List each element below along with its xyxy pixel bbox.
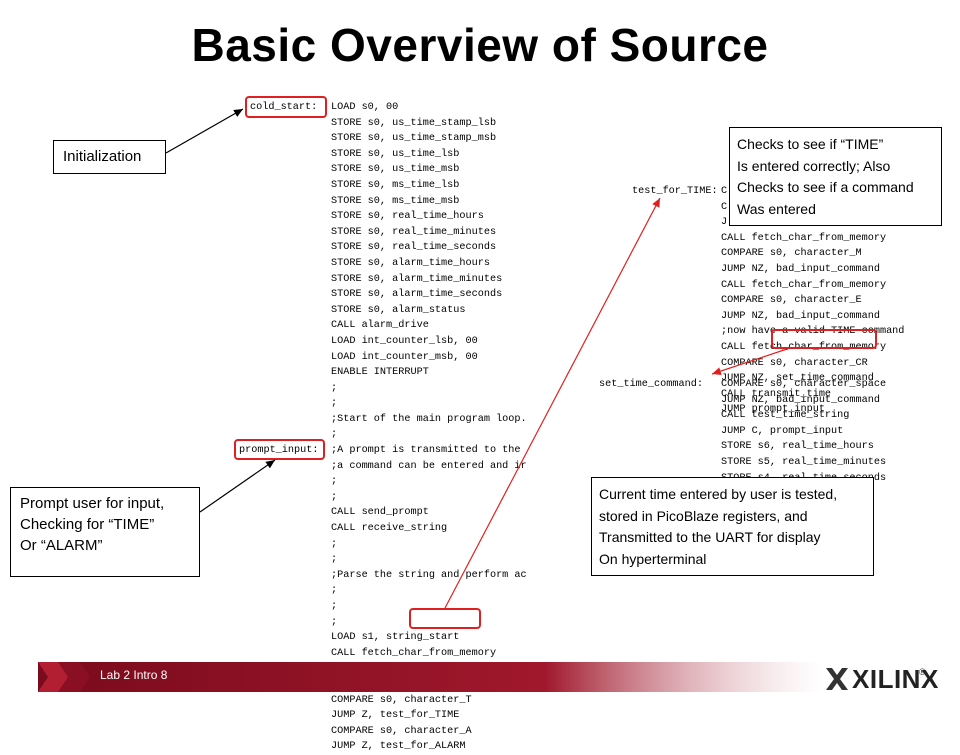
code-line: C <box>721 186 728 197</box>
code-line: J <box>721 217 728 229</box>
code-line: STORE s5, real_time_minutes <box>721 456 887 468</box>
xilinx-logo-text: XILINX <box>852 664 939 694</box>
code-line: LOAD int_counter_lsb, 00 <box>331 335 478 347</box>
code-line: CALL transmit_time <box>721 388 832 400</box>
callout-line: On hyperterminal <box>599 550 707 567</box>
arrow-initialization <box>165 108 244 154</box>
code-line: CALL fetch_char_from_memory <box>721 279 887 291</box>
code-line: JUMP NZ, bad_input_command <box>721 263 880 275</box>
code-line: STORE s0, us_time_msb <box>331 164 460 176</box>
code-line: ; <box>331 554 338 566</box>
code-line: LOAD s1, string_start <box>331 632 460 644</box>
callout-line: Prompt user for input, <box>20 495 165 512</box>
code-line: STORE s0, us_time_lsb <box>331 148 460 160</box>
code-line: COMPARE s0, character_space <box>721 379 887 390</box>
code-line: COMPARE s0, character_E <box>721 295 862 307</box>
code-line: COMPARE s0, character_A <box>331 725 472 737</box>
callout-line: stored in PicoBlaze registers, and <box>599 507 808 524</box>
code-line: STORE s0, us_time_stamp_lsb <box>331 117 497 129</box>
code-line: COMPARE s0, character_M <box>721 248 862 260</box>
callout-line: Transmitted to the UART for display <box>599 529 821 545</box>
code-line: STORE s0, real_time_seconds <box>331 242 497 254</box>
code-line: CALL fetch_char_from_memory <box>721 232 887 244</box>
code-line: ;now have a valid TIME command <box>721 326 905 338</box>
footer-page-label: Lab 2 Intro 8 <box>100 668 168 682</box>
callout-prompt-user: Prompt user for input, Checking for “TIME… <box>10 487 200 577</box>
callout-line: Initialization <box>63 148 142 165</box>
code-line: ; <box>331 585 338 597</box>
xilinx-logo-icon <box>826 668 848 690</box>
code-line: JUMP NZ, bad_input_command <box>721 394 880 406</box>
code-line: COMPARE s0, character_T <box>331 694 472 706</box>
code-line: C <box>721 201 728 213</box>
code-line: STORE s0, alarm_time_seconds <box>331 289 503 301</box>
code-line: ;A prompt is transmitted to the <box>331 445 521 457</box>
callout-line: Was entered <box>737 200 816 217</box>
highlight-test-for-time <box>409 608 481 629</box>
cold-start-label: cold_start: <box>250 102 318 113</box>
callout-time-check: Checks to see if “TIME” Is entered correc… <box>729 127 942 226</box>
code-line: ;Start of the main program loop. <box>331 413 527 425</box>
callout-line: Current time entered by user is tested, <box>599 486 838 502</box>
code-line: STORE s0, alarm_status <box>331 304 466 316</box>
set-time-command-label: set_time_command: <box>599 379 703 390</box>
code-line: ENABLE INTERRUPT <box>331 367 429 379</box>
code-line: JUMP NZ, bad_input_command <box>721 310 880 322</box>
code-line: JUMP C, prompt_input <box>721 425 844 437</box>
code-line: JUMP prompt_input <box>721 404 825 416</box>
arrow-prompt <box>199 459 276 513</box>
xilinx-registered-mark: ® <box>919 667 926 677</box>
code-line: STORE s0, real_time_hours <box>331 211 484 223</box>
highlight-prompt-input <box>234 439 325 460</box>
code-line: STORE s0, ms_time_lsb <box>331 179 460 191</box>
callout-current-time: Current time entered by user is tested, s… <box>591 477 874 576</box>
code-line: STORE s0, real_time_minutes <box>331 226 497 238</box>
callout-initialization: Initialization <box>53 140 166 174</box>
code-line: STORE s0, alarm_time_hours <box>331 257 490 269</box>
prompt-input-label: prompt_input: <box>239 445 319 456</box>
code-line: ; <box>331 616 338 628</box>
code-line: STORE s0, alarm_time_minutes <box>331 273 503 285</box>
code-line: ; <box>331 601 338 612</box>
code-line: CALL test_time_string <box>721 410 850 422</box>
code-line: ; <box>331 382 338 394</box>
code-line: JUMP Z, test_for_ALARM <box>331 741 466 753</box>
code-line: CALL receive_string <box>331 523 448 535</box>
page-title: Basic Overview of Source <box>191 19 769 71</box>
callout-line: Or “ALARM” <box>20 537 103 554</box>
code-line: ;a command can be entered and ir <box>331 460 527 472</box>
footer-bar <box>38 662 960 692</box>
code-line: STORE s6, real_time_hours <box>721 441 874 453</box>
code-line: LOAD s0, 00 <box>331 102 399 113</box>
callout-line: Is entered correctly; Also <box>737 157 891 174</box>
code-line: STORE s0, ms_time_msb <box>331 195 460 207</box>
code-line: ; <box>331 491 338 503</box>
code-line: CALL alarm_drive <box>331 320 429 332</box>
code-line: ; <box>331 538 338 550</box>
callout-line: Checks to see if a command <box>737 179 914 195</box>
code-line: STORE s0, us_time_stamp_msb <box>331 133 497 145</box>
code-line: JUMP Z, test_for_TIME <box>331 710 460 722</box>
code-line: JUMP NZ, set_time_command <box>721 373 874 385</box>
code-line: CALL fetch_char_from_memory <box>331 647 497 659</box>
code-line: COMPARE s0, character_CR <box>721 357 868 369</box>
code-line: CALL send_prompt <box>331 507 429 519</box>
callout-line: Checking for “TIME” <box>20 516 155 533</box>
callout-line: Checks to see if “TIME” <box>737 136 884 152</box>
code-line: ; <box>331 398 338 410</box>
test-for-time-label: test_for_TIME: <box>632 186 718 197</box>
code-line: ;Parse the string and perform ac <box>331 569 527 581</box>
code-line: LOAD int_counter_msb, 00 <box>331 351 478 363</box>
code-line: ; <box>331 476 338 488</box>
highlight-cold-start <box>245 96 327 118</box>
highlight-set-time-command <box>771 329 877 349</box>
code-line: ; <box>331 429 338 441</box>
